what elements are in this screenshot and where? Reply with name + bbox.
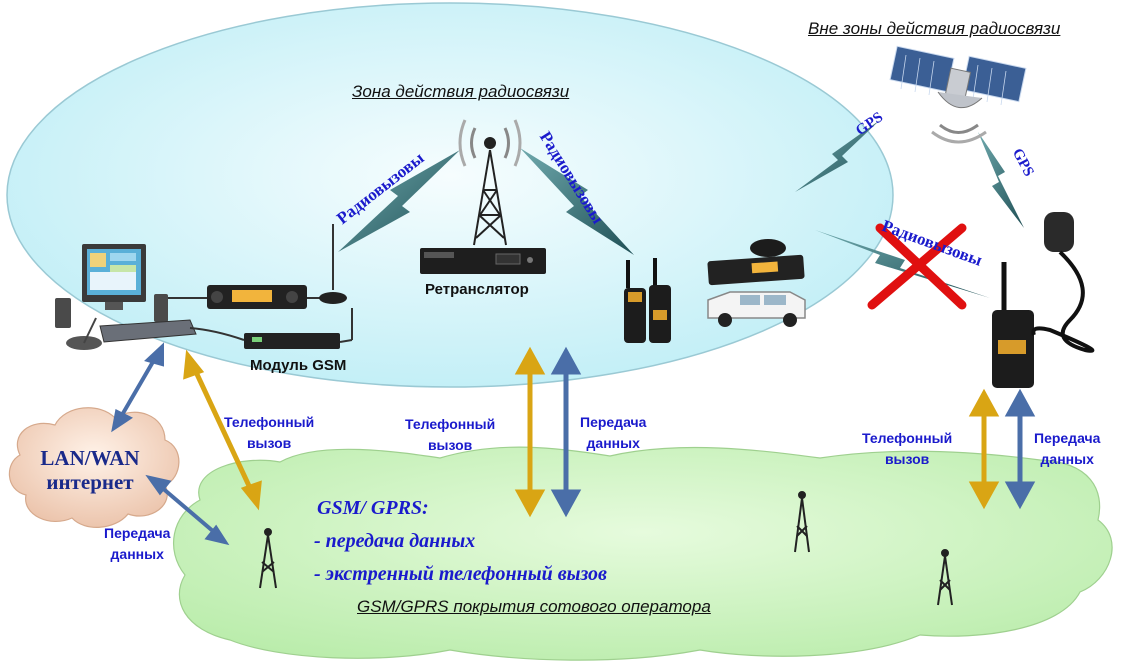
no-radio-cross (867, 223, 967, 310)
gsm-zone-title: GSM/GPRS покрытия сотового оператора (357, 597, 711, 616)
arrow-center-data (550, 346, 582, 518)
gsm-info-line2: - экстренный телефонный вызов (314, 563, 607, 585)
phone-call-label-center: Телефонный вызов (405, 416, 496, 453)
data-transfer-label-lan: Передача данных (104, 525, 171, 562)
satellite-icon (889, 45, 1027, 144)
remote-handheld-radio-icon (992, 212, 1095, 388)
arrow-lan-gsm (145, 474, 230, 546)
vehicle-radio-icon (707, 239, 806, 327)
gsm-coverage-zone (172, 446, 1113, 661)
gps-link-bolt-right (978, 132, 1024, 228)
gsm-info-line1: - передача данных (314, 530, 476, 552)
base-radio-icon (168, 224, 347, 309)
phone-call-label-left: Телефонный вызов (224, 414, 315, 451)
radio-zone-title: Зона действия радиосвязи (352, 82, 570, 101)
gps-link-bolt-left (795, 120, 880, 192)
dispatcher-workstation-icon (55, 244, 197, 350)
outside-zone-title: Вне зоны действия радиосвязи (808, 19, 1061, 38)
cell-tower-icon-right (937, 549, 953, 606)
arrow-center-phone (514, 346, 546, 518)
repeater-label: Ретранслятор (425, 281, 529, 298)
arrow-right-data (1004, 388, 1036, 510)
handheld-radios-icon (624, 258, 671, 343)
cell-tower-icon-left (259, 528, 277, 589)
data-transfer-label-center: Передача данных (580, 414, 647, 451)
lan-wan-line2: интернет (46, 470, 134, 494)
arrow-gsm-module-phone (183, 349, 262, 511)
lan-wan-line1: LAN/WAN (40, 446, 140, 470)
repeater-device-icon (420, 248, 546, 274)
gsm-info-title: GSM/ GPRS: (317, 497, 429, 519)
phone-call-label-right: Телефонный вызов (862, 430, 953, 467)
arrow-right-phone (968, 388, 1000, 510)
cell-tower-icon-middle (794, 491, 810, 553)
data-transfer-label-right: Передача данных (1034, 430, 1101, 467)
gsm-module-label: Модуль GSM (250, 357, 347, 374)
radio-tower-icon (458, 119, 522, 246)
lan-wan-label: LAN/WAN интернет (30, 446, 150, 494)
gsm-module-icon (189, 308, 353, 349)
radio-link-bolt-right (520, 148, 634, 255)
arrow-workstation-lan (111, 342, 164, 433)
radio-link-bolt-crossed (815, 230, 990, 298)
radio-link-bolt-left (338, 150, 460, 252)
